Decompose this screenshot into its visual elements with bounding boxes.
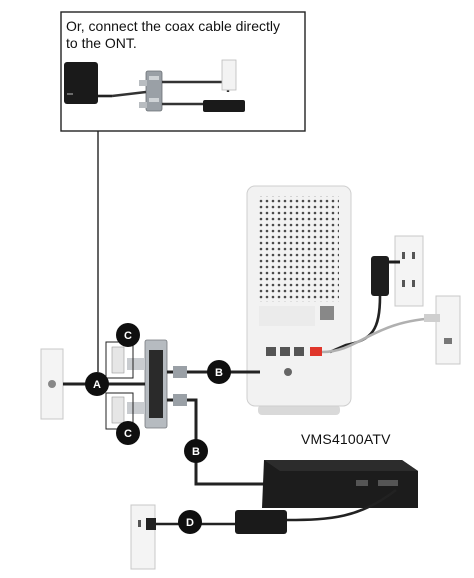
badge-b-stb-label: B	[192, 446, 200, 458]
badge-a-label: A	[93, 379, 101, 391]
coax-splitter	[105, 339, 168, 430]
badge-c-bottom-label: C	[124, 428, 132, 440]
badge-c-bottom: C	[116, 421, 140, 445]
ont-device-icon	[64, 62, 98, 104]
gateway-device	[246, 185, 352, 415]
inset-gateway-icon	[221, 59, 237, 91]
badge-b-gateway: B	[207, 360, 231, 384]
set-top-box	[262, 460, 418, 508]
badge-d-label: D	[186, 517, 194, 529]
badge-d: D	[178, 510, 202, 534]
badge-b-gateway-label: B	[215, 367, 223, 379]
power-outlet-top	[394, 235, 424, 307]
badge-a: A	[85, 372, 109, 396]
power-outlet-bottom	[130, 504, 156, 570]
inset-splitter-icon	[139, 70, 163, 112]
ont-callout-text: Or, connect the coax cable directly to t…	[66, 18, 280, 51]
badge-b-stb: B	[184, 439, 208, 463]
gateway-power-adapter	[329, 256, 400, 354]
coax-wall-plate	[40, 348, 64, 420]
badge-c-top-label: C	[124, 330, 132, 342]
inset-stb-icon	[203, 100, 245, 112]
badge-c-top: C	[116, 323, 140, 347]
ont-callout-box	[60, 11, 306, 372]
stb-power-adapter	[146, 488, 397, 534]
ethernet-wall-jack	[435, 295, 461, 365]
device-model-label: VMS4100ATV	[301, 431, 391, 447]
